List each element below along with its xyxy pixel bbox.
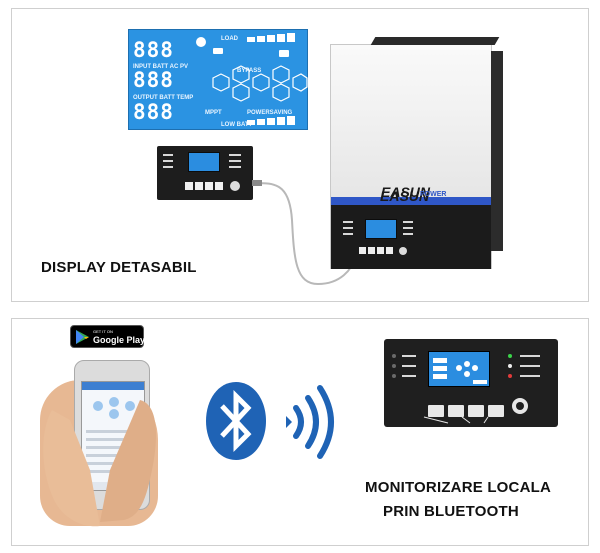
inverter-control-panel (331, 205, 491, 269)
bottom-caption-line2: PRIN BLUETOOTH (383, 503, 519, 520)
lcd-digits-row2: 888 (133, 68, 174, 92)
bluetooth-display-controller (384, 339, 558, 427)
lcd-display-closeup: 888 888 888 INPUT BATT AC PV OUTPUT BATT… (128, 29, 308, 130)
solar-inverter: EASUN POWER (330, 37, 503, 269)
lcd-label-lowbatt: LOW BATT (221, 122, 253, 128)
google-play-badge[interactable]: GET IT ON Google Play (70, 325, 146, 348)
wireless-signal-icon (286, 385, 334, 459)
inverter-blue-band (331, 197, 491, 205)
lcd-label-input: INPUT BATT AC PV (133, 64, 188, 70)
top-caption: DISPLAY DETASABIL (41, 259, 197, 276)
inverter-brand-text: EASUN (380, 188, 430, 204)
lcd-digits-row1: 888 (133, 38, 174, 62)
phone-app-screen (81, 381, 145, 491)
google-play-icon (76, 330, 89, 344)
lcd-label-output: OUTPUT BATT TEMP (133, 95, 194, 101)
inverter-brand-logo: EASUN (381, 184, 431, 200)
lcd-icons (196, 33, 308, 125)
detachable-remote-display (157, 146, 253, 200)
google-play-small-text: GET IT ON (93, 329, 113, 334)
bottom-caption-line1: MONITORIZARE LOCALA (365, 479, 552, 496)
controller-button-3 (468, 405, 484, 417)
lcd-label-powersaving: POWERSAVING (247, 110, 293, 116)
lcd-label-mppt: MPPT (205, 110, 222, 116)
lcd-digits-row3: 888 (133, 100, 174, 124)
remote-controls (163, 154, 241, 191)
lcd-label-load: LOAD (221, 36, 238, 42)
controller-button-1 (428, 405, 444, 417)
controller-screen (428, 351, 490, 387)
google-play-big-text: Google Play (93, 335, 146, 345)
controller-button-4 (488, 405, 504, 417)
controller-button-2 (448, 405, 464, 417)
smartphone (74, 360, 150, 510)
inverter-screen (365, 219, 397, 239)
bluetooth-icon (206, 382, 266, 460)
inverter-face (331, 45, 491, 197)
remote-screen (188, 152, 220, 172)
inverter-brand-power: POWER (420, 191, 447, 198)
